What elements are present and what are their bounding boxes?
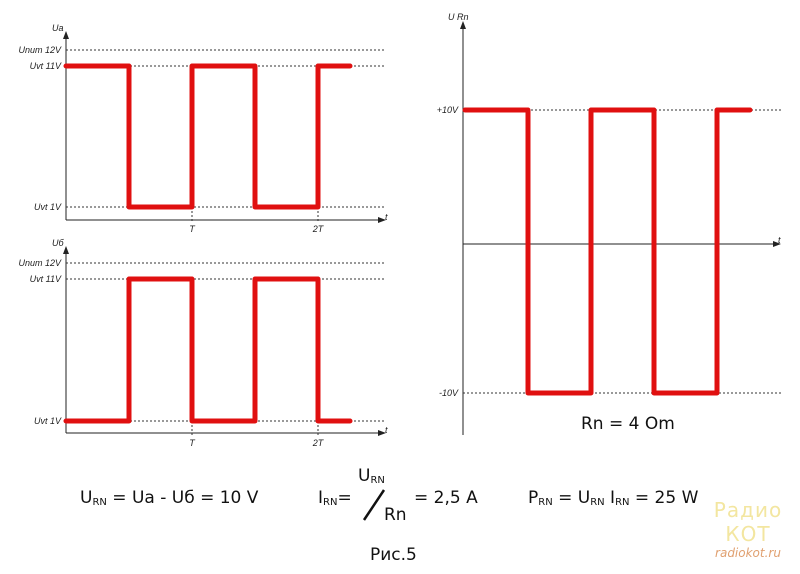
ub-chart: Uб t Unum 12V Uvt 11V Uvt 1V T 2T	[18, 238, 388, 448]
formula-irn-lhs: I	[318, 488, 324, 508]
ua-t-label: t	[385, 212, 388, 222]
formula-irn-num: U	[358, 466, 371, 486]
ua-chart: Ua t Unum 12V Uvt 11V Uvt 1V T 2T	[18, 23, 388, 234]
formula-irn: IRN=	[318, 488, 352, 508]
formula-irn-num-sub: RN	[370, 475, 385, 486]
formula-prn-i-sub: RN	[615, 497, 630, 508]
urn-level-plus10: +10V	[437, 105, 459, 115]
formula-irn-denominator: Rn	[384, 505, 407, 525]
urn-level-minus10: -10V	[439, 388, 459, 398]
urn-t-label: t	[778, 235, 781, 245]
ub-waveform	[63, 276, 353, 424]
rn-label: Rn = 4 Om	[581, 414, 675, 434]
ub-level-11v: Uvt 11V	[30, 274, 62, 284]
figure-caption: Рис.5	[370, 545, 417, 565]
formula-prn-u: = U	[558, 488, 591, 508]
fraction-slash	[362, 489, 386, 521]
formula-urn-lhs: U	[80, 488, 93, 508]
formula-prn-sub: RN	[538, 497, 553, 508]
watermark-url: radiokot.ru	[715, 546, 781, 560]
ub-level-1v: Uvt 1V	[34, 416, 62, 426]
formula-prn-lhs: P	[528, 488, 539, 508]
formula-urn-sub: RN	[92, 497, 107, 508]
ub-tick-label-T: T	[189, 438, 196, 448]
formula-prn-u-sub: RN	[590, 497, 605, 508]
ub-axis-label: Uб	[52, 238, 64, 248]
formula-prn-rhs: = 25 W	[634, 488, 699, 508]
watermark: Радио КОТ radiokot.ru	[700, 498, 796, 570]
urn-chart: U Rn t +10V -10V	[437, 12, 782, 435]
urn-axis-label: U Rn	[448, 12, 469, 22]
formula-prn: PRN = URN IRN = 25 W	[528, 488, 698, 508]
formula-prn-i: I	[610, 488, 616, 508]
ua-level-1v: Uvt 1V	[34, 202, 62, 212]
ua-tick-label-T: T	[189, 224, 196, 234]
formula-urn-rhs: = Ua - Uб = 10 V	[112, 488, 259, 508]
formula-irn-rhs: = 2,5 A	[414, 488, 478, 508]
watermark-title: Радио КОТ	[713, 498, 783, 546]
ua-axis-label: Ua	[52, 23, 64, 33]
ub-t-label: t	[385, 425, 388, 435]
formula-urn: URN = Ua - Uб = 10 V	[80, 488, 258, 508]
ua-tick-label-2T: 2T	[312, 224, 325, 234]
formula-irn-numerator: URN	[358, 466, 385, 486]
ua-level-11v: Uvt 11V	[30, 61, 62, 71]
urn-waveform	[462, 107, 753, 396]
ua-waveform	[63, 63, 353, 210]
formula-irn-sub: RN	[323, 497, 338, 508]
ua-level-12v: Unum 12V	[18, 45, 62, 55]
ub-tick-label-2T: 2T	[312, 438, 325, 448]
ub-level-12v: Unum 12V	[18, 258, 62, 268]
